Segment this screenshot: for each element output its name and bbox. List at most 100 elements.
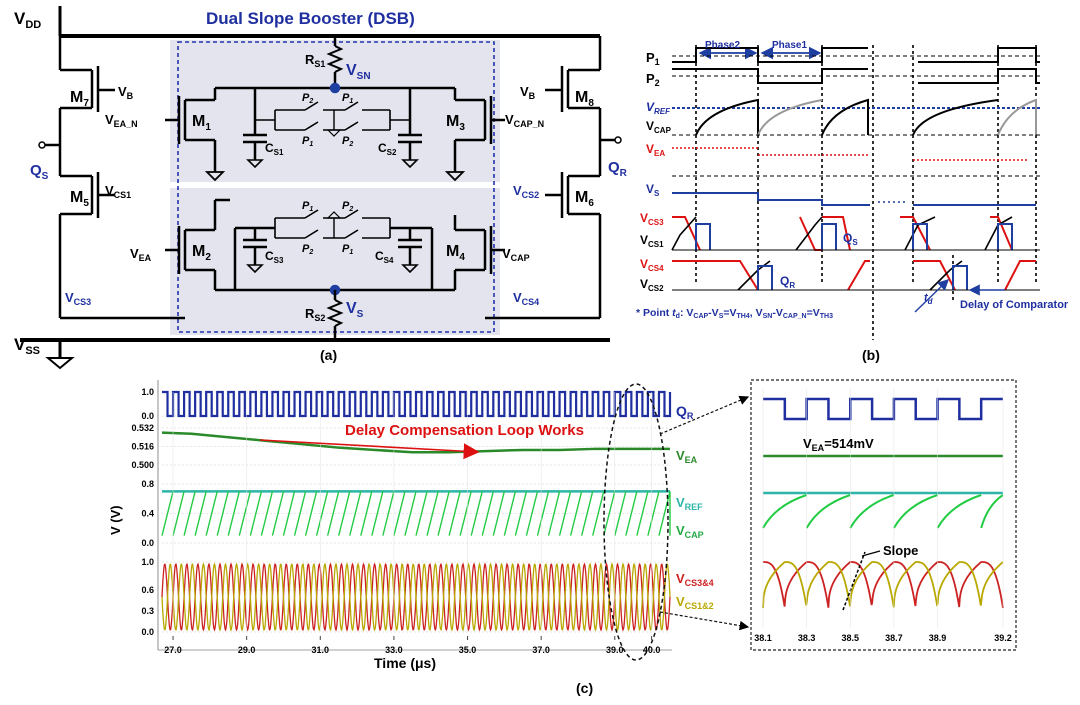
- zoom-x-tick-label: 39.2: [994, 633, 1012, 643]
- slope-label: Slope: [883, 543, 918, 558]
- vcap-label: VCAP: [502, 246, 530, 263]
- vcap-ramp: [821, 98, 869, 136]
- vcap-ramp: [695, 98, 759, 136]
- zoom-series-vcs34: [763, 561, 1004, 609]
- vs-label: VS: [346, 300, 364, 320]
- p2-wave: [672, 68, 868, 84]
- svg-text:P2: P2: [302, 92, 313, 105]
- p2-label: P2: [646, 71, 660, 88]
- legend-vea: VEA: [676, 448, 698, 465]
- m1-label: M1: [192, 113, 211, 133]
- y-tick-label: 0.4: [141, 509, 154, 519]
- vcs2-label: VCS2: [513, 183, 539, 200]
- td-label: td: [924, 292, 934, 306]
- y-tick-label: 0.0: [141, 627, 154, 637]
- qr-label: QR: [608, 159, 628, 179]
- svg-text:P1: P1: [342, 243, 353, 256]
- m6-label: M6: [575, 189, 594, 209]
- td-arrow: [914, 279, 950, 313]
- panel-b-timing: Phase2 Phase1 P1 P2 VREF VCAP VEA VS VCS…: [636, 40, 1069, 363]
- slope-pointer: [861, 550, 881, 557]
- m3-label: M3: [446, 113, 465, 133]
- x-tick-label: 29.0: [238, 645, 256, 655]
- sim-ylabel: V (V): [108, 505, 123, 535]
- zoom-frame: [750, 379, 1017, 651]
- svg-text:P2: P2: [302, 243, 313, 256]
- m8-label: M8: [575, 89, 594, 109]
- zoom-slope-line: [842, 551, 866, 611]
- zoom-x-tick-label: 38.1: [754, 633, 772, 643]
- vcap-ramp: [912, 99, 999, 136]
- y-tick-label: 0.500: [131, 460, 154, 470]
- rs1-label: RS1: [305, 52, 325, 69]
- sim-xlabel: Time (μs): [374, 655, 436, 671]
- legend-vref: VREF: [676, 495, 703, 512]
- vcs1-wave: [671, 216, 1013, 251]
- cs2-label: CS2: [378, 141, 397, 157]
- cs1-label: CS1: [265, 141, 284, 157]
- vcap-label: VCAP: [646, 119, 672, 135]
- switch-phase-labels: P2 P1 P1 P2 P1 P2 P2 P1: [302, 92, 353, 256]
- svg-text:P2: P2: [342, 200, 353, 213]
- series-qr: [162, 390, 672, 418]
- zoom-ellipse: [603, 383, 669, 661]
- rs2-label: RS2: [305, 306, 325, 323]
- svg-text:P2: P2: [342, 135, 353, 148]
- y-tick-label: 0.3: [141, 606, 154, 616]
- vea-readout: VEA=514mV: [803, 436, 874, 453]
- p1-wave: [672, 47, 868, 63]
- svg-text:P1: P1: [302, 200, 313, 213]
- zoom-series-qr: [763, 397, 1003, 421]
- delay-annotation-arrow: [259, 439, 480, 460]
- vcap-ramp: [757, 99, 823, 136]
- qr-pulses: [757, 265, 968, 290]
- y-tick-label: 0.6: [141, 585, 154, 595]
- vb-right-label: VB: [520, 84, 536, 101]
- sim-frames: [157, 380, 672, 651]
- x-tick-label: 27.0: [164, 645, 182, 655]
- y-tick-label: 0.8: [141, 479, 154, 489]
- legend-vcs34: VCS3&4: [676, 571, 714, 588]
- vcs1-label: VCS1: [105, 183, 131, 200]
- vcs3-wave: [672, 216, 1013, 251]
- x-tick-label: 33.0: [385, 645, 403, 655]
- series-vcap: [161, 491, 671, 536]
- vsn-label: VSN: [346, 62, 371, 82]
- x-tick-label: 31.0: [312, 645, 330, 655]
- cs4-label: CS4: [375, 249, 394, 265]
- zoom-x-tick-label: 38.5: [842, 633, 860, 643]
- p1-wave-2: [918, 47, 1040, 63]
- timing-waveforms: [671, 47, 1040, 313]
- vss-label: VSS: [14, 335, 40, 357]
- caption-a: (a): [320, 347, 337, 363]
- vcs2-label: VCS2: [640, 277, 664, 293]
- p1-label: P1: [646, 50, 660, 67]
- vcs3-label: VCS3: [640, 211, 664, 227]
- vb-left-label: VB: [118, 84, 134, 101]
- sim-chart-marks: 1.00.00.5320.5160.5000.80.40.01.00.60.30…: [131, 387, 672, 655]
- vdd-label: VDD: [14, 9, 41, 31]
- x-tick-label: 39.0: [606, 645, 624, 655]
- x-tick-label: 35.0: [459, 645, 477, 655]
- cs3-label: CS3: [265, 249, 284, 265]
- vref-label: VREF: [646, 100, 671, 116]
- y-tick-label: 1.0: [141, 557, 154, 567]
- vs-wave: [672, 192, 870, 206]
- qs-label: QS: [30, 162, 49, 182]
- zoom-series-vcs12: [762, 561, 1004, 609]
- delay-note: Delay of Comparator: [960, 299, 1069, 311]
- zoom-series-vcap: [762, 494, 1004, 529]
- y-tick-label: 1.0: [141, 387, 154, 397]
- vcs1-label: VCS1: [640, 233, 664, 249]
- panel-c-labels: Delay Compensation Loop Works V (V) Time…: [108, 403, 918, 696]
- phase1-label: Phase1: [772, 40, 807, 51]
- y-tick-label: 0.0: [141, 411, 154, 421]
- panel-c-simulation: 1.00.00.5320.5160.5000.80.40.01.00.60.30…: [108, 379, 1017, 696]
- caption-b: (b): [862, 347, 880, 363]
- vcs4-label: VCS4: [640, 257, 664, 273]
- dsb-title: Dual Slope Booster (DSB): [206, 9, 415, 28]
- zoom-connector-bottom: [659, 611, 750, 631]
